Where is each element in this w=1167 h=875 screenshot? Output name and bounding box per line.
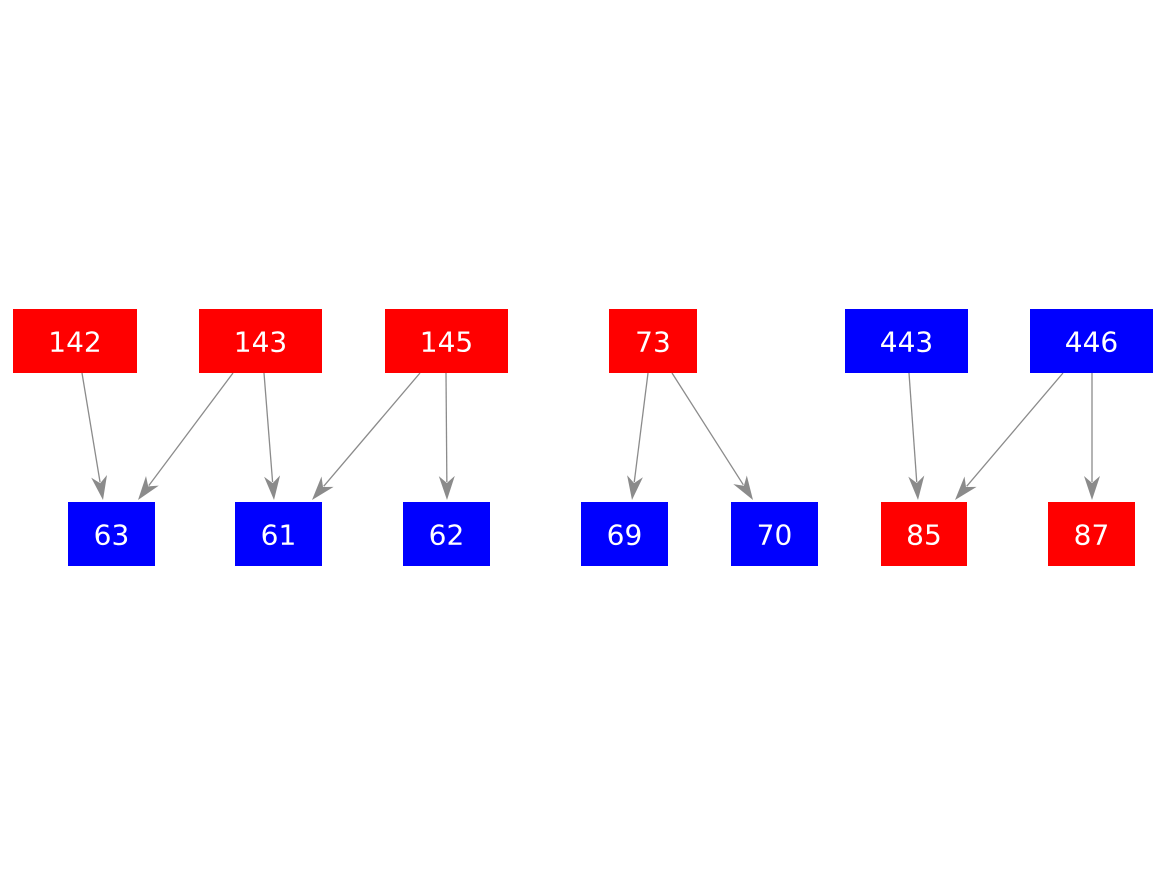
edge-446-85 [955,372,1064,500]
edge-143-61 [263,372,281,500]
node-label: 143 [234,326,287,359]
node-label: 446 [1065,326,1118,359]
node-box [845,309,968,373]
node-label: 85 [906,519,942,552]
node-142: 142 [13,309,137,373]
node-63: 63 [68,502,155,566]
node-62: 62 [403,502,490,566]
node-label: 70 [757,519,793,552]
node-box [199,309,322,373]
edge-line [671,372,744,486]
node-label: 63 [94,519,130,552]
edge-line [148,372,234,486]
edge-line [633,372,649,483]
node-443: 443 [845,309,968,373]
edge-line [323,372,421,487]
node-box [731,502,818,566]
arrowhead-icon [138,476,159,500]
node-box [1048,502,1135,566]
node-box [235,502,322,566]
edge-line [81,372,101,483]
arrowhead-icon [908,475,925,500]
arrowhead-icon [733,475,753,500]
edge-142-63 [81,372,107,500]
arrowhead-icon [627,475,643,500]
node-label: 61 [261,519,297,552]
node-label: 142 [48,326,101,359]
node-label: 69 [607,519,643,552]
edge-443-85 [908,372,925,500]
node-box [385,309,508,373]
node-145: 145 [385,309,508,373]
arrowhead-icon [312,476,334,500]
node-box [68,502,155,566]
arrowhead-icon [438,475,455,500]
node-87: 87 [1048,502,1135,566]
node-73: 73 [609,309,697,373]
node-70: 70 [731,502,818,566]
edge-line [908,372,918,483]
edge-line [445,372,448,483]
arrowhead-icon [91,475,107,500]
edge-446-87 [1084,373,1100,500]
edge-73-70 [671,372,753,500]
node-143: 143 [199,309,322,373]
node-label: 145 [420,326,473,359]
node-69: 69 [581,502,668,566]
node-box [881,502,967,566]
edge-143-63 [138,372,234,500]
edge-line [263,372,274,483]
edge-line [966,372,1064,487]
node-box [403,502,490,566]
node-61: 61 [235,502,322,566]
arrowhead-icon [264,475,281,500]
node-box [1030,309,1153,373]
node-box [609,309,697,373]
edge-73-69 [627,372,649,500]
node-label: 62 [429,519,465,552]
node-box [581,502,668,566]
arrowhead-icon [955,476,977,500]
node-label: 73 [635,326,671,359]
node-label: 87 [1074,519,1110,552]
node-box [13,309,137,373]
arrowhead-icon [1084,476,1100,500]
edge-145-62 [438,372,455,500]
node-85: 85 [881,502,967,566]
node-446: 446 [1030,309,1153,373]
node-label: 443 [880,326,933,359]
edge-145-61 [312,372,421,500]
